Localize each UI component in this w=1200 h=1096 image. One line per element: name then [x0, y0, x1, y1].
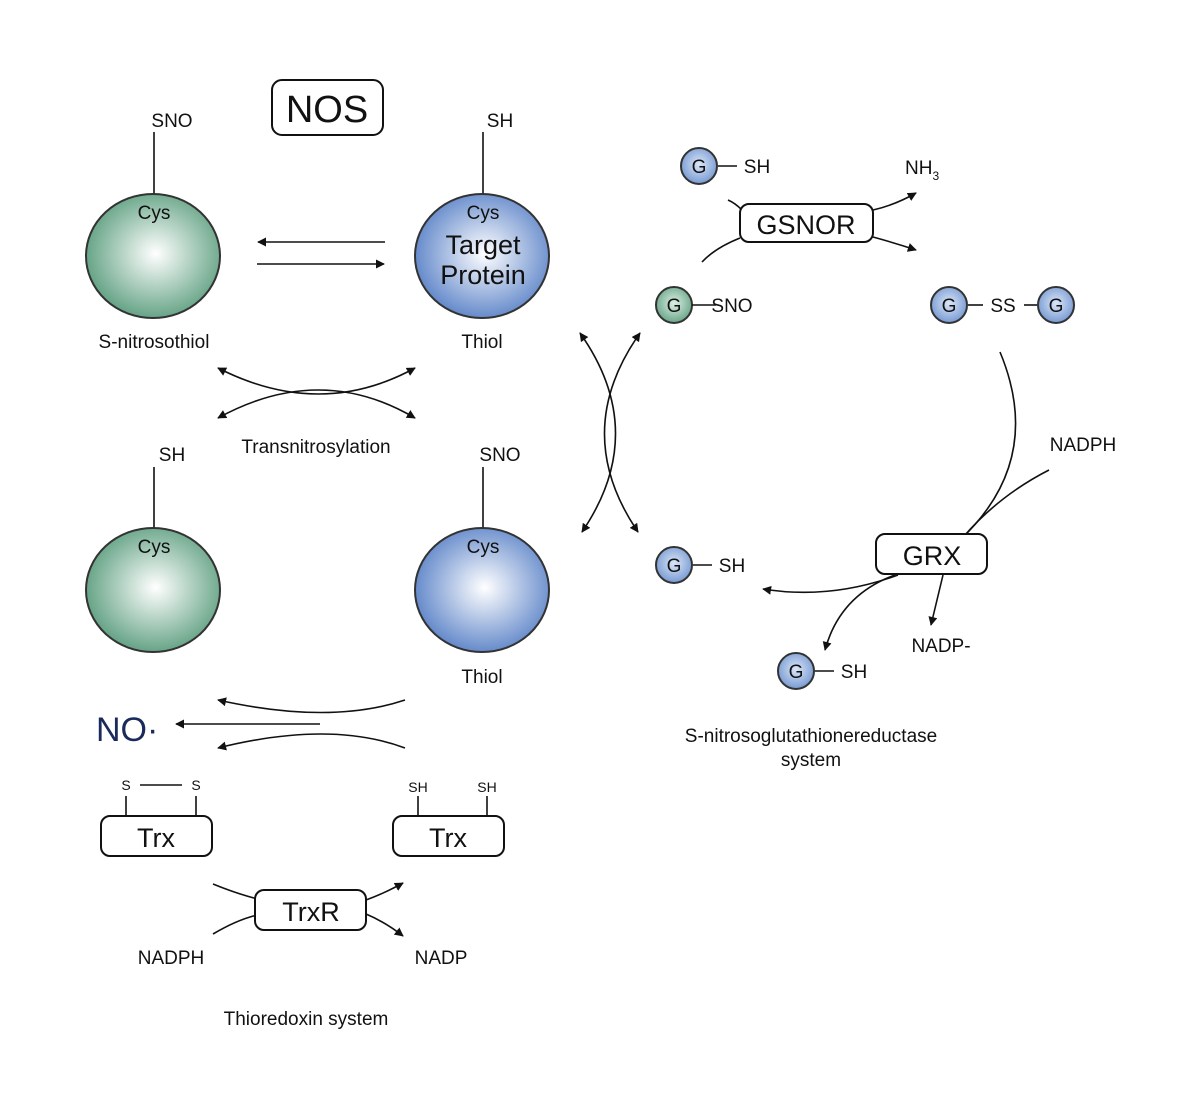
target-label-line2: Protein [440, 260, 526, 290]
no-release-arrows: NO· [96, 697, 406, 751]
sh-label: SH [744, 157, 770, 178]
transnitrosylation-label: Transnitrosylation [241, 437, 390, 458]
cys-label: Cys [467, 203, 500, 224]
gsnor-label: GSNOR [756, 210, 855, 240]
g-label: G [692, 157, 707, 178]
cys-label: Cys [138, 203, 171, 224]
s-nitrosothiol-protein: SNO Cys S-nitrosothiol [85, 111, 221, 353]
gsno: G SNO [655, 286, 753, 324]
gsnor-system-caption-line2: system [781, 750, 841, 771]
trx-reduced-label: Trx [429, 823, 467, 853]
sno-label-top: SNO [151, 111, 192, 132]
nh3-product: NH3 [905, 158, 939, 183]
s-nitrosothiol-label: S-nitrosothiol [99, 332, 210, 353]
thiol-label: Thiol [461, 332, 502, 353]
gsnor-reaction: GSNOR [701, 192, 917, 263]
transnitrosylation-arrows: Transnitrosylation [217, 367, 416, 458]
sh-label-top: SH [487, 111, 513, 132]
thiol-protein-green: SH Cys [85, 445, 221, 653]
nh3-main: NH [905, 158, 932, 179]
g-label: G [667, 296, 682, 317]
g-label: G [942, 296, 957, 317]
trx-oxidized-label: Trx [137, 823, 175, 853]
nos-label: NOS [286, 89, 368, 131]
nadp-grx-label: NADP- [911, 636, 970, 657]
s-left-label: S [121, 777, 130, 793]
target-protein: SH Cys Target Protein Thiol [414, 111, 550, 353]
ss-label: SS [990, 296, 1015, 317]
nos-box: NOS [271, 79, 384, 136]
sh-label: SH [719, 556, 745, 577]
s-right-label: S [191, 777, 200, 793]
equilibrium-arrows [257, 237, 385, 269]
g-label: G [667, 556, 682, 577]
nadph-trx-label: NADPH [138, 948, 205, 969]
gsh-mid: G SH [655, 546, 745, 584]
cys-label: Cys [467, 537, 500, 558]
sno-protein-blue: SNO Cys Thiol [414, 445, 550, 688]
grx-reaction: NADPH GRX NADP- [762, 351, 1117, 657]
cys-label: Cys [138, 537, 171, 558]
thioredoxin-system-caption: Thioredoxin system [224, 1009, 389, 1030]
trx-reduced: SH SH Trx [392, 779, 505, 857]
nadp-trx-label: NADP [415, 948, 468, 969]
g-label: G [1049, 296, 1064, 317]
gsh-top: G SH [680, 147, 770, 185]
sh-label-bottom: SH [159, 445, 185, 466]
no-radical-label: NO· [96, 711, 158, 749]
nh3-label: NH3 [905, 158, 939, 183]
central-crossing-arrows [579, 332, 641, 533]
gsh-low: G SH [777, 652, 867, 690]
nadph-grx-label: NADPH [1050, 435, 1117, 456]
grx-label: GRX [903, 541, 962, 571]
trx-oxidized: S S Trx [100, 777, 213, 857]
sh-trx-left-label: SH [408, 779, 427, 795]
trxr-reaction: TrxR NADPH NADP [138, 882, 468, 969]
sno-label: SNO [711, 296, 752, 317]
trxr-label: TrxR [282, 897, 339, 927]
sh-label: SH [841, 662, 867, 683]
g-label: G [789, 662, 804, 683]
thiol-label: Thiol [461, 667, 502, 688]
sno-label-bottom: SNO [479, 445, 520, 466]
sh-trx-right-label: SH [477, 779, 496, 795]
target-label-line1: Target [445, 230, 521, 260]
gsnor-system-caption-line1: S-nitrosoglutathionereductase [685, 726, 937, 747]
nh3-subscript: 3 [932, 169, 939, 183]
gssg: G SS G [930, 286, 1075, 324]
